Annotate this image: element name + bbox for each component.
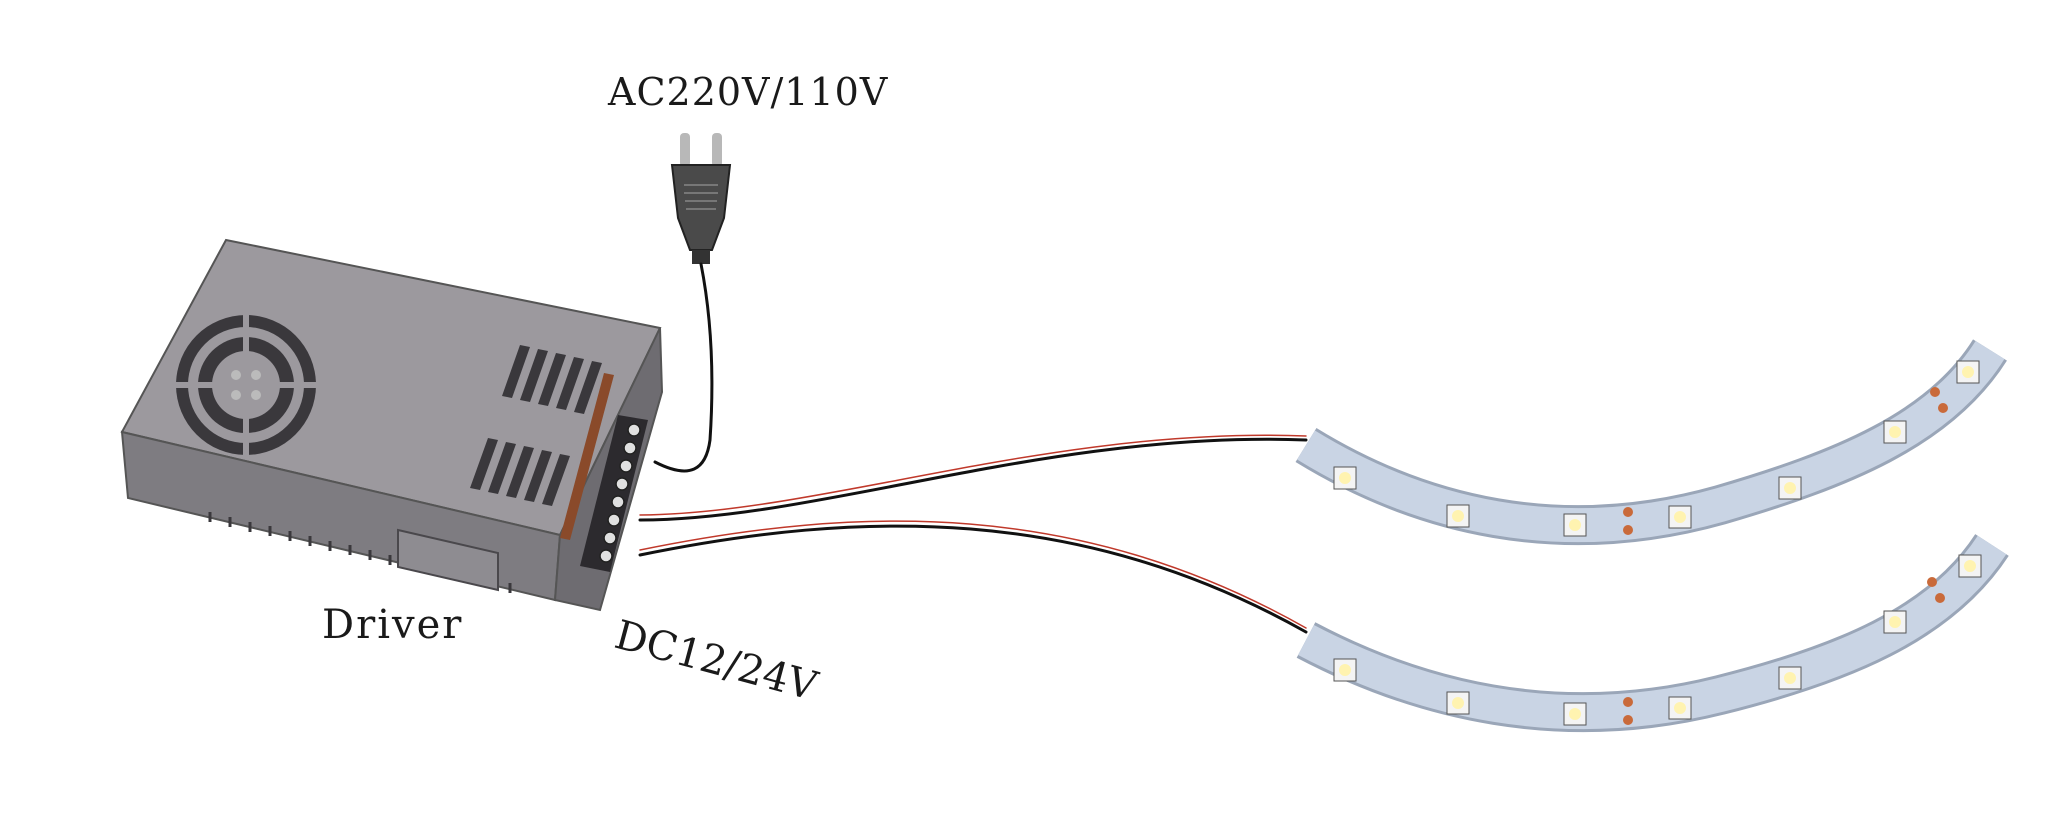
wires: [638, 262, 1308, 634]
led-chip: [1446, 504, 1470, 528]
led-strip-upper-leds: [1333, 360, 1980, 537]
led-chip: [1883, 610, 1907, 634]
led-chip: [1883, 420, 1907, 444]
led-chip: [1668, 505, 1692, 529]
vent-slots-upper: [502, 345, 602, 414]
dc-wire-upper: [638, 437, 1308, 522]
solder-pad: [1623, 387, 1948, 535]
vent-slots-lower: [470, 438, 570, 506]
led-chip: [1778, 666, 1802, 690]
dc-wire-lower: [638, 524, 1308, 634]
dc-wire-lower-red: [639, 520, 1307, 629]
led-chip: [1333, 658, 1357, 682]
led-chip: [1778, 476, 1802, 500]
fan-grille-icon: [176, 315, 316, 455]
terminal-screws: [599, 423, 641, 563]
led-chip: [1956, 360, 1980, 384]
ac-plug-icon: [670, 133, 732, 264]
dc-wire-upper-red: [639, 434, 1307, 516]
led-strip-lower-leds: [1333, 554, 1982, 726]
led-chip: [1668, 696, 1692, 720]
led-chip: [1563, 702, 1587, 726]
led-chip: [1958, 554, 1982, 578]
led-chip: [1446, 691, 1470, 715]
ac-input-label: AC220V/110V: [608, 70, 889, 114]
front-window: [397, 528, 499, 592]
led-chip: [1563, 513, 1587, 537]
driver-label: Driver: [322, 602, 464, 648]
ac-cable: [653, 262, 714, 473]
solder-pad: [1623, 577, 1945, 725]
terminal-strip: [560, 373, 614, 540]
led-strip-lower: [1296, 533, 2009, 733]
power-supply-driver: [120, 238, 664, 612]
led-strip-upper: [1295, 339, 2007, 546]
led-chip: [1333, 466, 1357, 490]
